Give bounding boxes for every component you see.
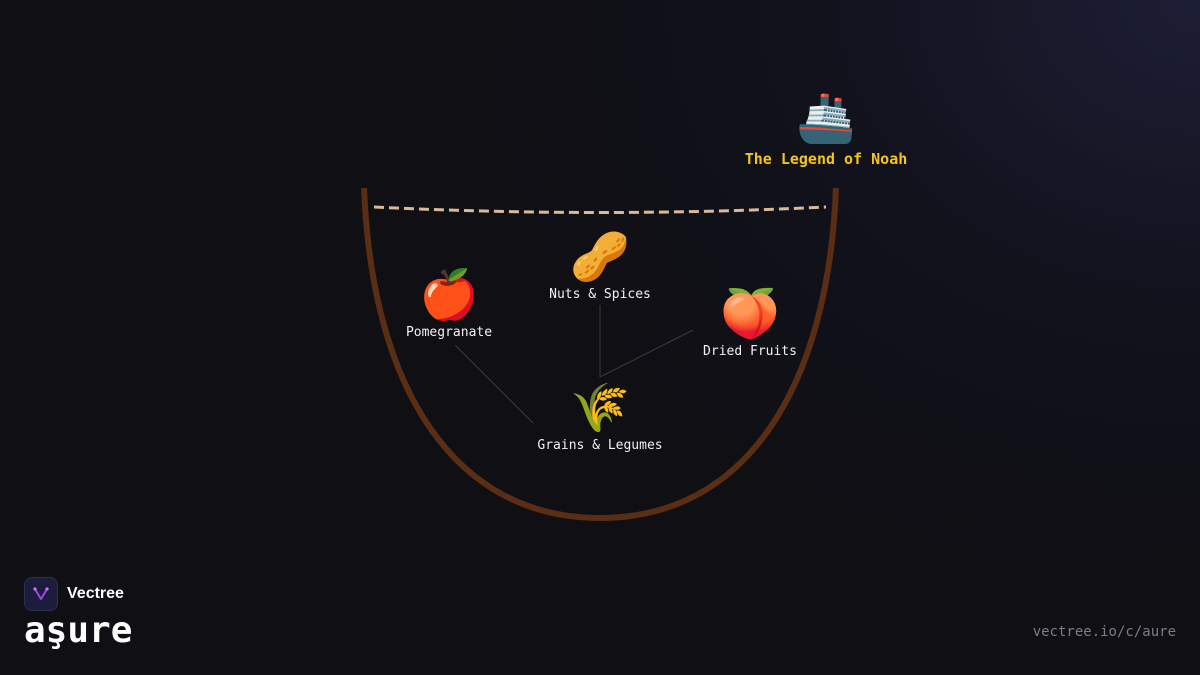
dish-name: aşure <box>24 610 133 651</box>
apple-icon: 🍎 <box>419 267 479 323</box>
source-url[interactable]: vectree.io/c/aure <box>1032 624 1176 640</box>
connector-pomegranate-grains <box>454 344 534 424</box>
node-label: Nuts & Spices <box>549 287 651 302</box>
bowl-outline <box>361 187 839 522</box>
wheat-icon: 🌾 <box>570 380 630 436</box>
node-dried-fruits: 🍑 Dried Fruits <box>703 286 797 359</box>
node-nuts-spices: 🥜 Nuts & Spices <box>549 229 651 302</box>
peanut-icon: 🥜 <box>570 229 630 285</box>
node-label: Dried Fruits <box>703 344 797 359</box>
ship-icon: 🚢 <box>796 90 856 146</box>
node-label: Grains & Legumes <box>537 438 663 453</box>
bowl-rim-dashed <box>373 205 827 214</box>
node-label: Pomegranate <box>405 325 493 340</box>
brand-name: Vectree <box>67 585 124 602</box>
connector-fruits-grains <box>599 329 694 378</box>
peach-icon: 🍑 <box>720 286 780 342</box>
node-pomegranate: 🍎 Pomegranate <box>406 267 492 340</box>
vectree-logo-icon <box>24 577 58 611</box>
node-grains-legumes: 🌾 Grains & Legumes <box>537 380 662 453</box>
brand-block: Vectree <box>24 577 124 611</box>
node-title-label: The Legend of Noah <box>744 150 908 168</box>
node-legend-of-noah: 🚢 The Legend of Noah <box>745 90 908 168</box>
